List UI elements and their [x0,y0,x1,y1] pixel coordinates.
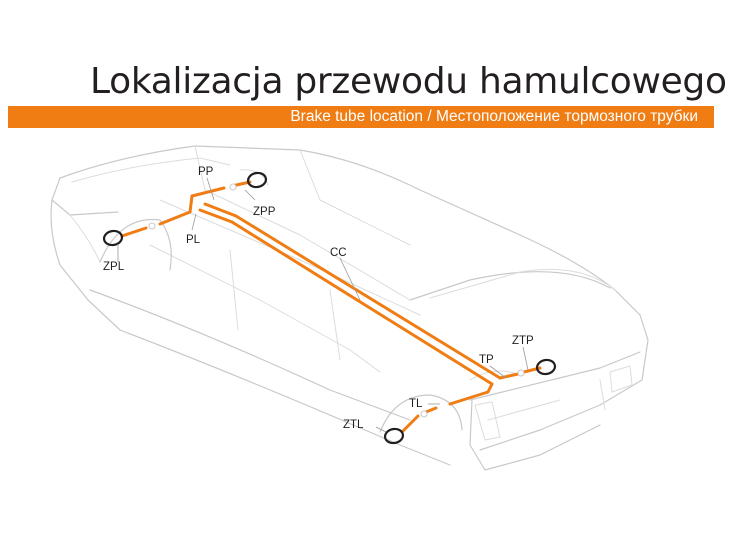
tube-cc-1 [234,214,502,380]
tube-rear-left-3 [400,414,420,434]
label-tl: TL [409,398,423,410]
tube-cc-2 [230,220,494,386]
tube-pl-riser [188,194,194,214]
tube-joints [148,183,525,418]
label-zpp: ZPP [253,206,276,218]
tube-main-lower [198,208,234,224]
subtitle: Brake tube location / Местоположение тор… [290,108,698,125]
marker-front-right [246,171,268,189]
tube-rear-right [498,372,520,380]
brake-tubes [120,180,542,434]
label-zpl: ZPL [103,261,125,273]
page-title: Lokalizacja przewodu hamulcowego [90,61,727,102]
label-pp: PP [198,166,214,178]
label-ztp: ZTP [512,335,534,347]
label-cc: CC [330,247,347,259]
marker-rear-right [535,358,557,376]
tube-rear-left [448,382,494,406]
marker-rear-left [383,427,405,445]
tube-front-left [120,226,148,238]
car-outline [50,145,649,471]
tube-front-cross [158,210,192,226]
label-pl: PL [186,234,201,246]
marker-front-left [102,229,124,247]
wheel-markers [102,171,557,445]
tube-rear-left-2 [424,406,438,414]
leader-lines [117,177,529,433]
label-tp: TP [479,354,494,366]
label-ztl: ZTL [343,419,364,431]
tube-front-top [190,186,226,198]
subtitle-banner: Brake tube location / Местоположение тор… [8,106,714,128]
tube-main-upper [203,202,238,218]
